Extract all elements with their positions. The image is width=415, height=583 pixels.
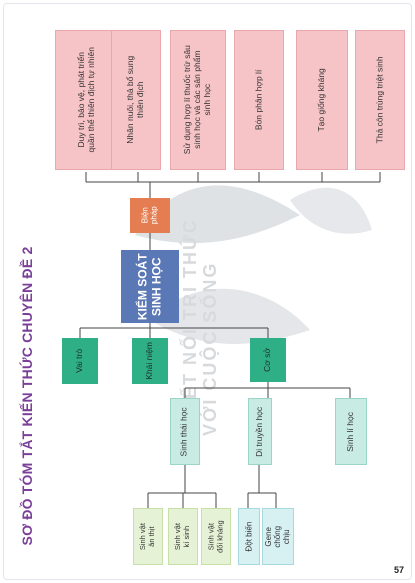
measure-biopesticides: Sử dụng hợp lí thuốc trừ sâu sinh học và… [170, 30, 226, 170]
page-frame [3, 3, 412, 580]
sinh-thai-hoc-node: Sinh thái học [170, 398, 200, 465]
measure-rear-release-natural-enemies: Nhân nuôi, thả bổ sung thiên địch [111, 30, 161, 170]
co-so-node: Cơ sở [250, 338, 286, 382]
di-truyen-hoc-node: Di truyền học [248, 398, 272, 465]
parasites-node: Sinh vật kí sinh [168, 508, 198, 565]
measure-conserve-natural-enemies: Duy trì, bảo vệ, phát triển quần thể thi… [55, 30, 119, 170]
measure-sterile-insects: Thả côn trùng triệt sinh [355, 30, 405, 170]
root-node: KIỂM SOÁT SINH HỌC [121, 250, 179, 323]
measure-fertilize: Bón phân hợp lí [234, 30, 284, 170]
resistance-gene-node: Gene chống chịu [262, 508, 294, 565]
sinh-li-hoc-node: Sinh lí học [335, 398, 367, 465]
mutation-node: Đột biến [238, 508, 260, 565]
measure-resistant-varieties: Tạo giống kháng [296, 30, 348, 170]
page-number: 57 [394, 565, 405, 575]
bien-phap-node: Biện pháp [130, 198, 170, 233]
antagonists-node: Sinh vật đối kháng [201, 508, 231, 565]
khai-niem-node: Khái niệm [132, 338, 168, 384]
vai-tro-node: Vai trò [62, 338, 98, 384]
predators-node: Sinh vật ăn thịt [133, 508, 163, 565]
